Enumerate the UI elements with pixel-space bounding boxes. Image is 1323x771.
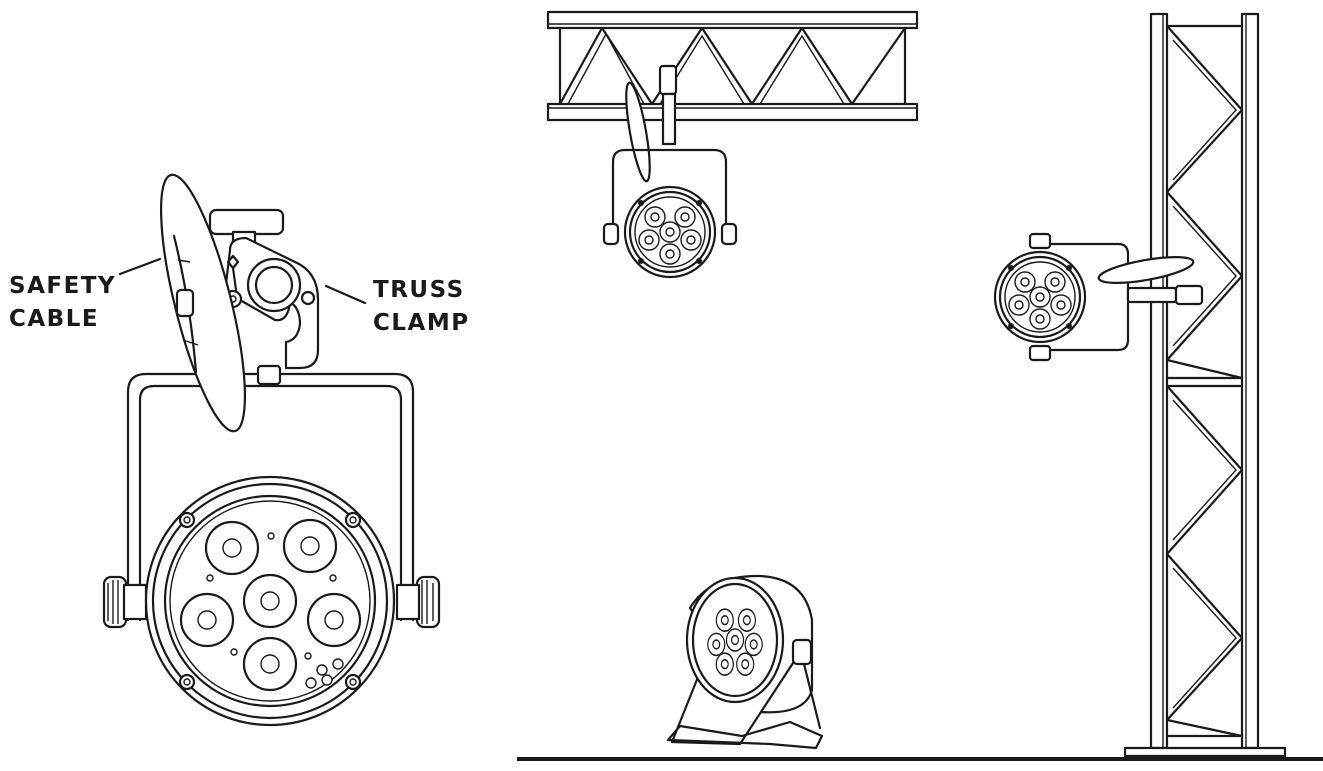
vertical-truss <box>1123 12 1287 758</box>
safety-cable-line-1: SAFETY <box>9 273 117 299</box>
truss-clamp-label: TRUSS CLAMP <box>373 274 470 340</box>
safety-cable-label: SAFETY CABLE <box>9 270 116 336</box>
large-fixture <box>102 173 441 727</box>
hanging-fixture <box>602 64 738 279</box>
safety-cable-line-2: CABLE <box>9 306 100 332</box>
truss-clamp-line-2: CLAMP <box>373 310 470 336</box>
floor-fixture <box>666 574 824 750</box>
side-fixture <box>993 232 1204 362</box>
horizontal-truss <box>546 10 919 122</box>
truss-clamp-line-1: TRUSS <box>373 277 465 303</box>
